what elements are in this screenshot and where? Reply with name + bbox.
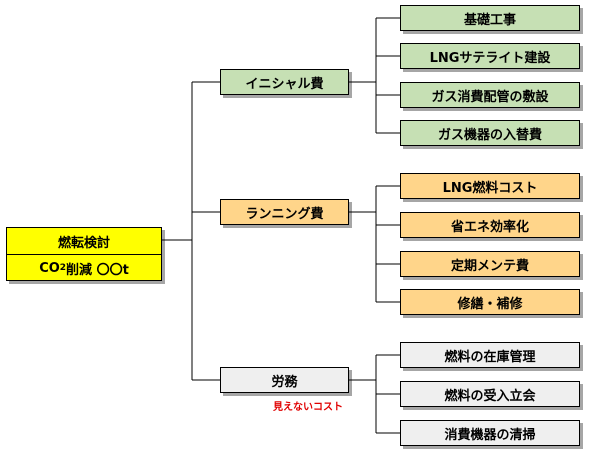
branch-labor: 労務	[220, 367, 349, 393]
hidden-cost-note: 見えないコスト	[273, 402, 343, 413]
leaf-regular-maintenance: 定期メンテ費	[400, 251, 580, 277]
branch-running-cost: ランニング費	[220, 199, 349, 225]
leaf-gas-piping: ガス消費配管の敷設	[400, 82, 580, 108]
co2-prefix: CO	[39, 260, 60, 276]
co2-suffix: 削減 〇〇t	[66, 262, 129, 278]
leaf-energy-efficiency: 省エネ効率化	[400, 212, 580, 238]
root-title: 燃転検討	[7, 228, 161, 255]
leaf-gas-equipment-replacement: ガス機器の入替費	[400, 120, 580, 146]
leaf-fuel-delivery-witness: 燃料の受入立会	[400, 381, 580, 407]
leaf-lng-fuel-cost: LNG燃料コスト	[400, 173, 580, 199]
branch-initial-cost: イニシャル費	[220, 69, 349, 95]
leaf-foundation-work: 基礎工事	[400, 5, 580, 31]
leaf-fuel-inventory: 燃料の在庫管理	[400, 342, 580, 368]
leaf-repair: 修繕・補修	[400, 289, 580, 315]
leaf-equipment-cleaning: 消費機器の清掃	[400, 420, 580, 446]
co2-subscript: 2	[59, 263, 67, 273]
leaf-lng-satellite: LNGサテライト建設	[400, 43, 580, 69]
